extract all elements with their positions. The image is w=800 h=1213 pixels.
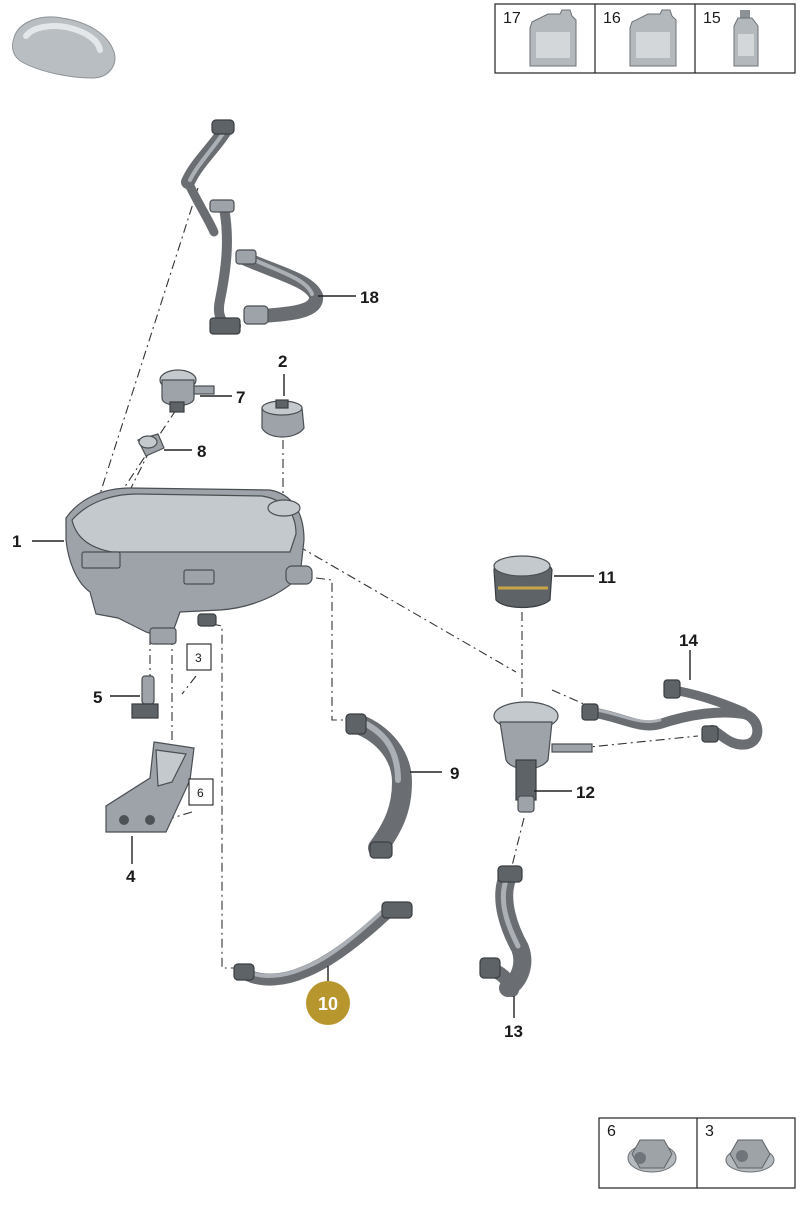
callout-9[interactable]: 9 [450, 764, 459, 783]
fluid-item-number: 16 [603, 10, 621, 27]
ref-box-number: 3 [195, 651, 202, 665]
car-silhouette-icon [12, 16, 116, 79]
ref-box-number: 6 [197, 786, 204, 800]
coolant-hose-9[interactable] [345, 713, 412, 859]
highlight-badge [306, 981, 350, 1025]
filler-cap-11[interactable] [493, 555, 553, 609]
fluid-item-number: 15 [703, 10, 721, 27]
callout-10-highlighted[interactable]: 10 [306, 981, 350, 1025]
hex-nut-icon [725, 1139, 775, 1173]
oil-canister-icon [629, 9, 677, 67]
bottle-icon [733, 10, 759, 67]
valve-7[interactable] [159, 369, 215, 413]
callout-14[interactable]: 14 [679, 631, 698, 650]
leader-lines [32, 295, 691, 1018]
fastener-item-number: 6 [607, 1123, 616, 1140]
callouts: 18 2 7 8 1 11 14 5 9 12 4 13 [12, 288, 698, 1041]
fastener-item-3[interactable]: 3 [705, 1123, 775, 1173]
fitting-8[interactable] [137, 433, 165, 457]
fluid-item-15[interactable]: 15 [703, 10, 759, 67]
fasteners-panel: 6 3 [598, 1117, 796, 1189]
fluid-item-17[interactable]: 17 [503, 9, 577, 67]
ref-box-6[interactable]: 6 [188, 778, 214, 806]
callout-18[interactable]: 18 [360, 288, 379, 307]
fastener-item-6[interactable]: 6 [607, 1123, 677, 1173]
expansion-tank-1[interactable] [65, 487, 313, 645]
fluid-item-16[interactable]: 16 [603, 9, 677, 67]
level-sensor-5[interactable] [131, 675, 159, 719]
callout-7[interactable]: 7 [236, 388, 245, 407]
callout-8[interactable]: 8 [197, 442, 206, 461]
expansion-tank-cap-2[interactable] [261, 399, 305, 438]
coolant-hose-10[interactable] [233, 901, 413, 986]
callout-5[interactable]: 5 [93, 688, 102, 707]
callout-11[interactable]: 11 [598, 568, 616, 587]
callout-13[interactable]: 13 [504, 1022, 523, 1041]
hose-assembly-18[interactable] [181, 119, 323, 335]
callout-2[interactable]: 2 [278, 352, 287, 371]
callout-10: 10 [318, 994, 338, 1014]
fluids-panel: 17 16 15 [494, 3, 796, 74]
filler-neck-12[interactable] [493, 701, 593, 813]
callout-1[interactable]: 1 [12, 532, 21, 551]
oil-canister-icon [529, 9, 577, 67]
callout-12[interactable]: 12 [576, 783, 595, 802]
ref-box-3[interactable]: 3 [186, 643, 212, 671]
coolant-hose-13[interactable] [479, 865, 532, 997]
flange-nut-icon [627, 1139, 677, 1173]
fluid-item-number: 17 [503, 10, 521, 27]
assembly-lines [99, 187, 699, 969]
callout-4[interactable]: 4 [126, 867, 136, 886]
hose-14[interactable] [581, 679, 763, 750]
fastener-item-number: 3 [705, 1123, 714, 1140]
bracket-4[interactable] [105, 741, 195, 833]
